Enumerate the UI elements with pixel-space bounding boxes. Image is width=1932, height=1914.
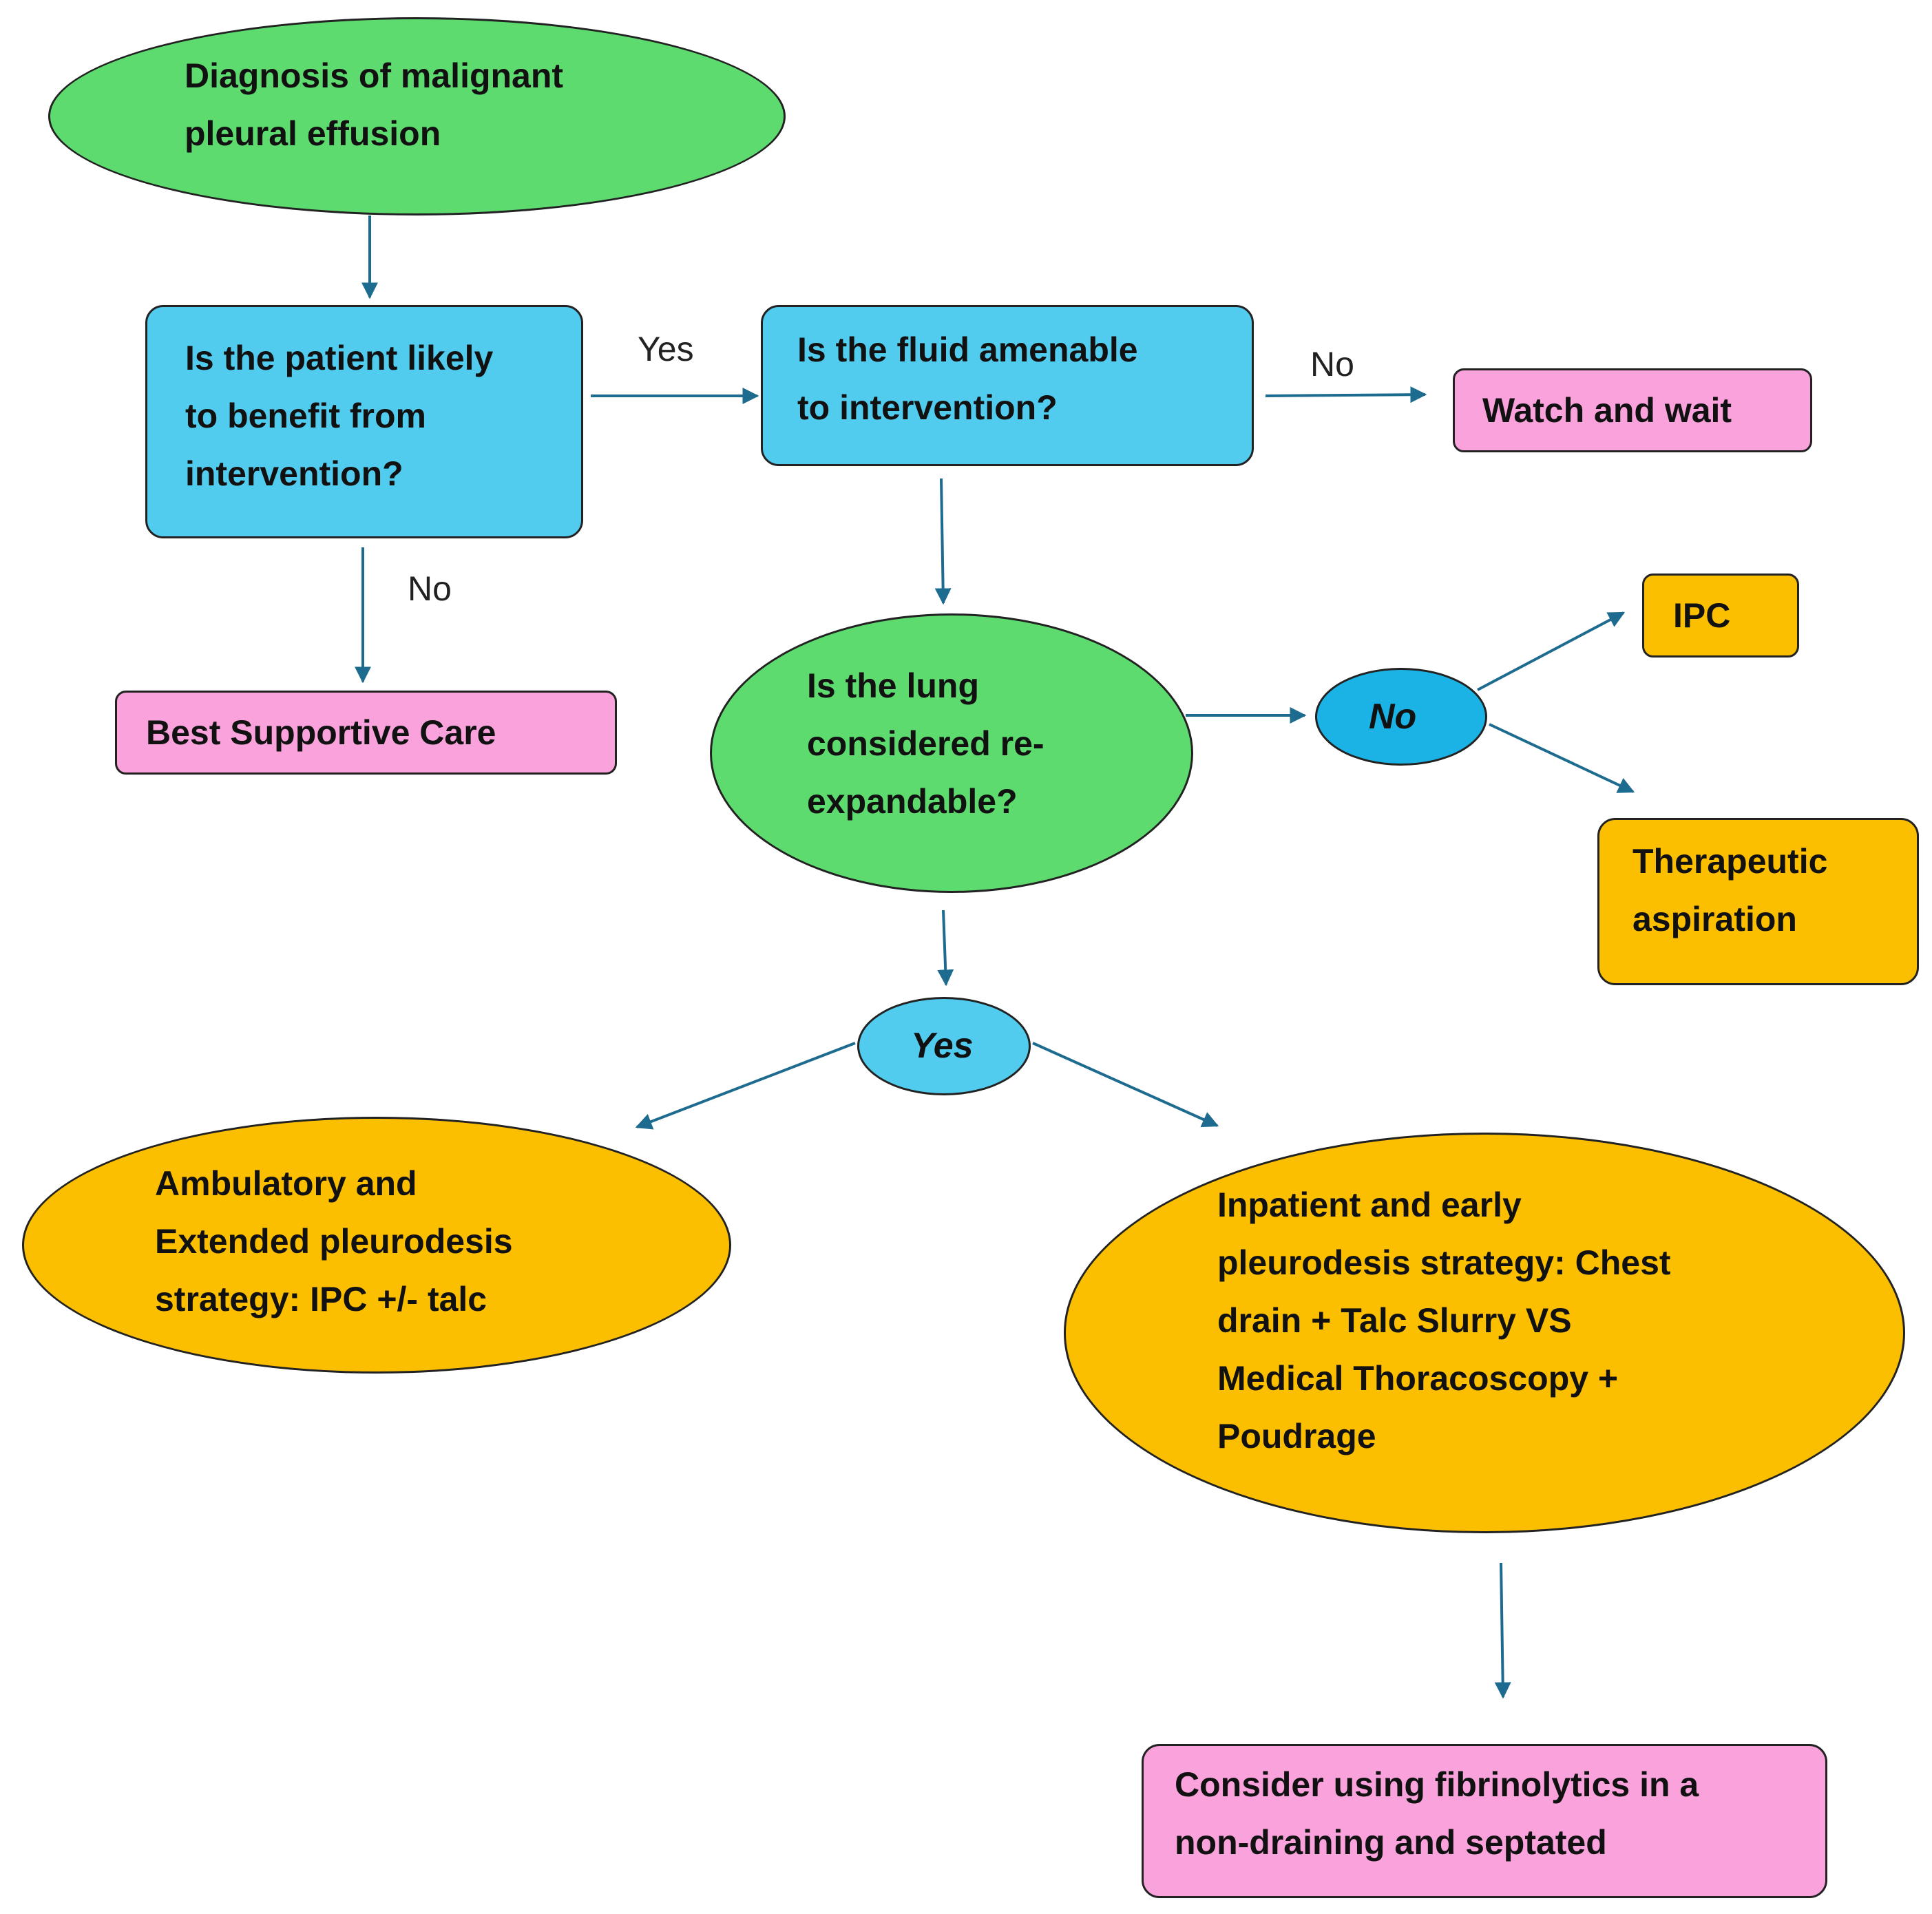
ambulatory-strategy-text: Ambulatory and Extended pleurodesis stra… [155,1164,513,1318]
arrow-inpatient-to-fibrinolytics [1494,1562,1511,1699]
yes-pill-node: Yes [857,997,1031,1095]
fibrinolytics-text: Consider using fibrinolytics in a non-dr… [1175,1765,1699,1862]
fibrinolytics-node: Consider using fibrinolytics in a non-dr… [1142,1744,1827,1898]
no-pill-node: No [1315,668,1487,766]
yes-pill-text: Yes [911,1026,974,1066]
arrow-fluid-to-watch [1265,386,1427,403]
therapeutic-aspiration-text: Therapeutic aspiration [1632,842,1828,938]
fluid-decision-node: Is the fluid amenable to intervention? [761,305,1254,466]
ipc-text: IPC [1673,596,1731,635]
arrow-yes-to-inpatient [1032,1042,1219,1128]
benefit-decision-node: Is the patient likely to benefit from in… [145,305,583,538]
benefit-decision-text: Is the patient likely to benefit from in… [185,339,494,493]
diagnosis-text: Diagnosis of malignant pleural effusion [185,56,564,153]
arrow-lung-to-yes [937,909,954,987]
arrow-fluid-to-lung [934,478,952,605]
inpatient-strategy-node: Inpatient and early pleurodesis strategy… [1064,1133,1905,1533]
inpatient-strategy-text: Inpatient and early pleurodesis strategy… [1217,1186,1671,1455]
lung-reexpandable-node: Is the lung considered re- expandable? [710,613,1193,893]
arrow-no-to-ipc [1477,611,1626,691]
best-supportive-care-node: Best Supportive Care [115,691,617,775]
no-pill-text: No [1369,697,1417,737]
watch-and-wait-text: Watch and wait [1482,391,1732,430]
ipc-node: IPC [1642,574,1799,658]
ambulatory-strategy-node: Ambulatory and Extended pleurodesis stra… [22,1117,731,1374]
edge-label-benefit-yes: Yes [638,330,694,368]
watch-and-wait-node: Watch and wait [1453,368,1812,452]
edge-label-benefit-no: No [408,569,452,608]
diagnosis-node: Diagnosis of malignant pleural effusion [48,17,786,215]
edge-label-fluid-no: No [1310,345,1354,383]
fluid-decision-text: Is the fluid amenable to intervention? [797,330,1138,427]
therapeutic-aspiration-node: Therapeutic aspiration [1597,818,1919,985]
arrow-no-to-aspiration [1489,723,1635,793]
arrow-yes-to-ambulatory [635,1042,856,1130]
lung-reexpandable-text: Is the lung considered re- expandable? [807,666,1044,821]
best-supportive-care-text: Best Supportive Care [146,713,496,752]
